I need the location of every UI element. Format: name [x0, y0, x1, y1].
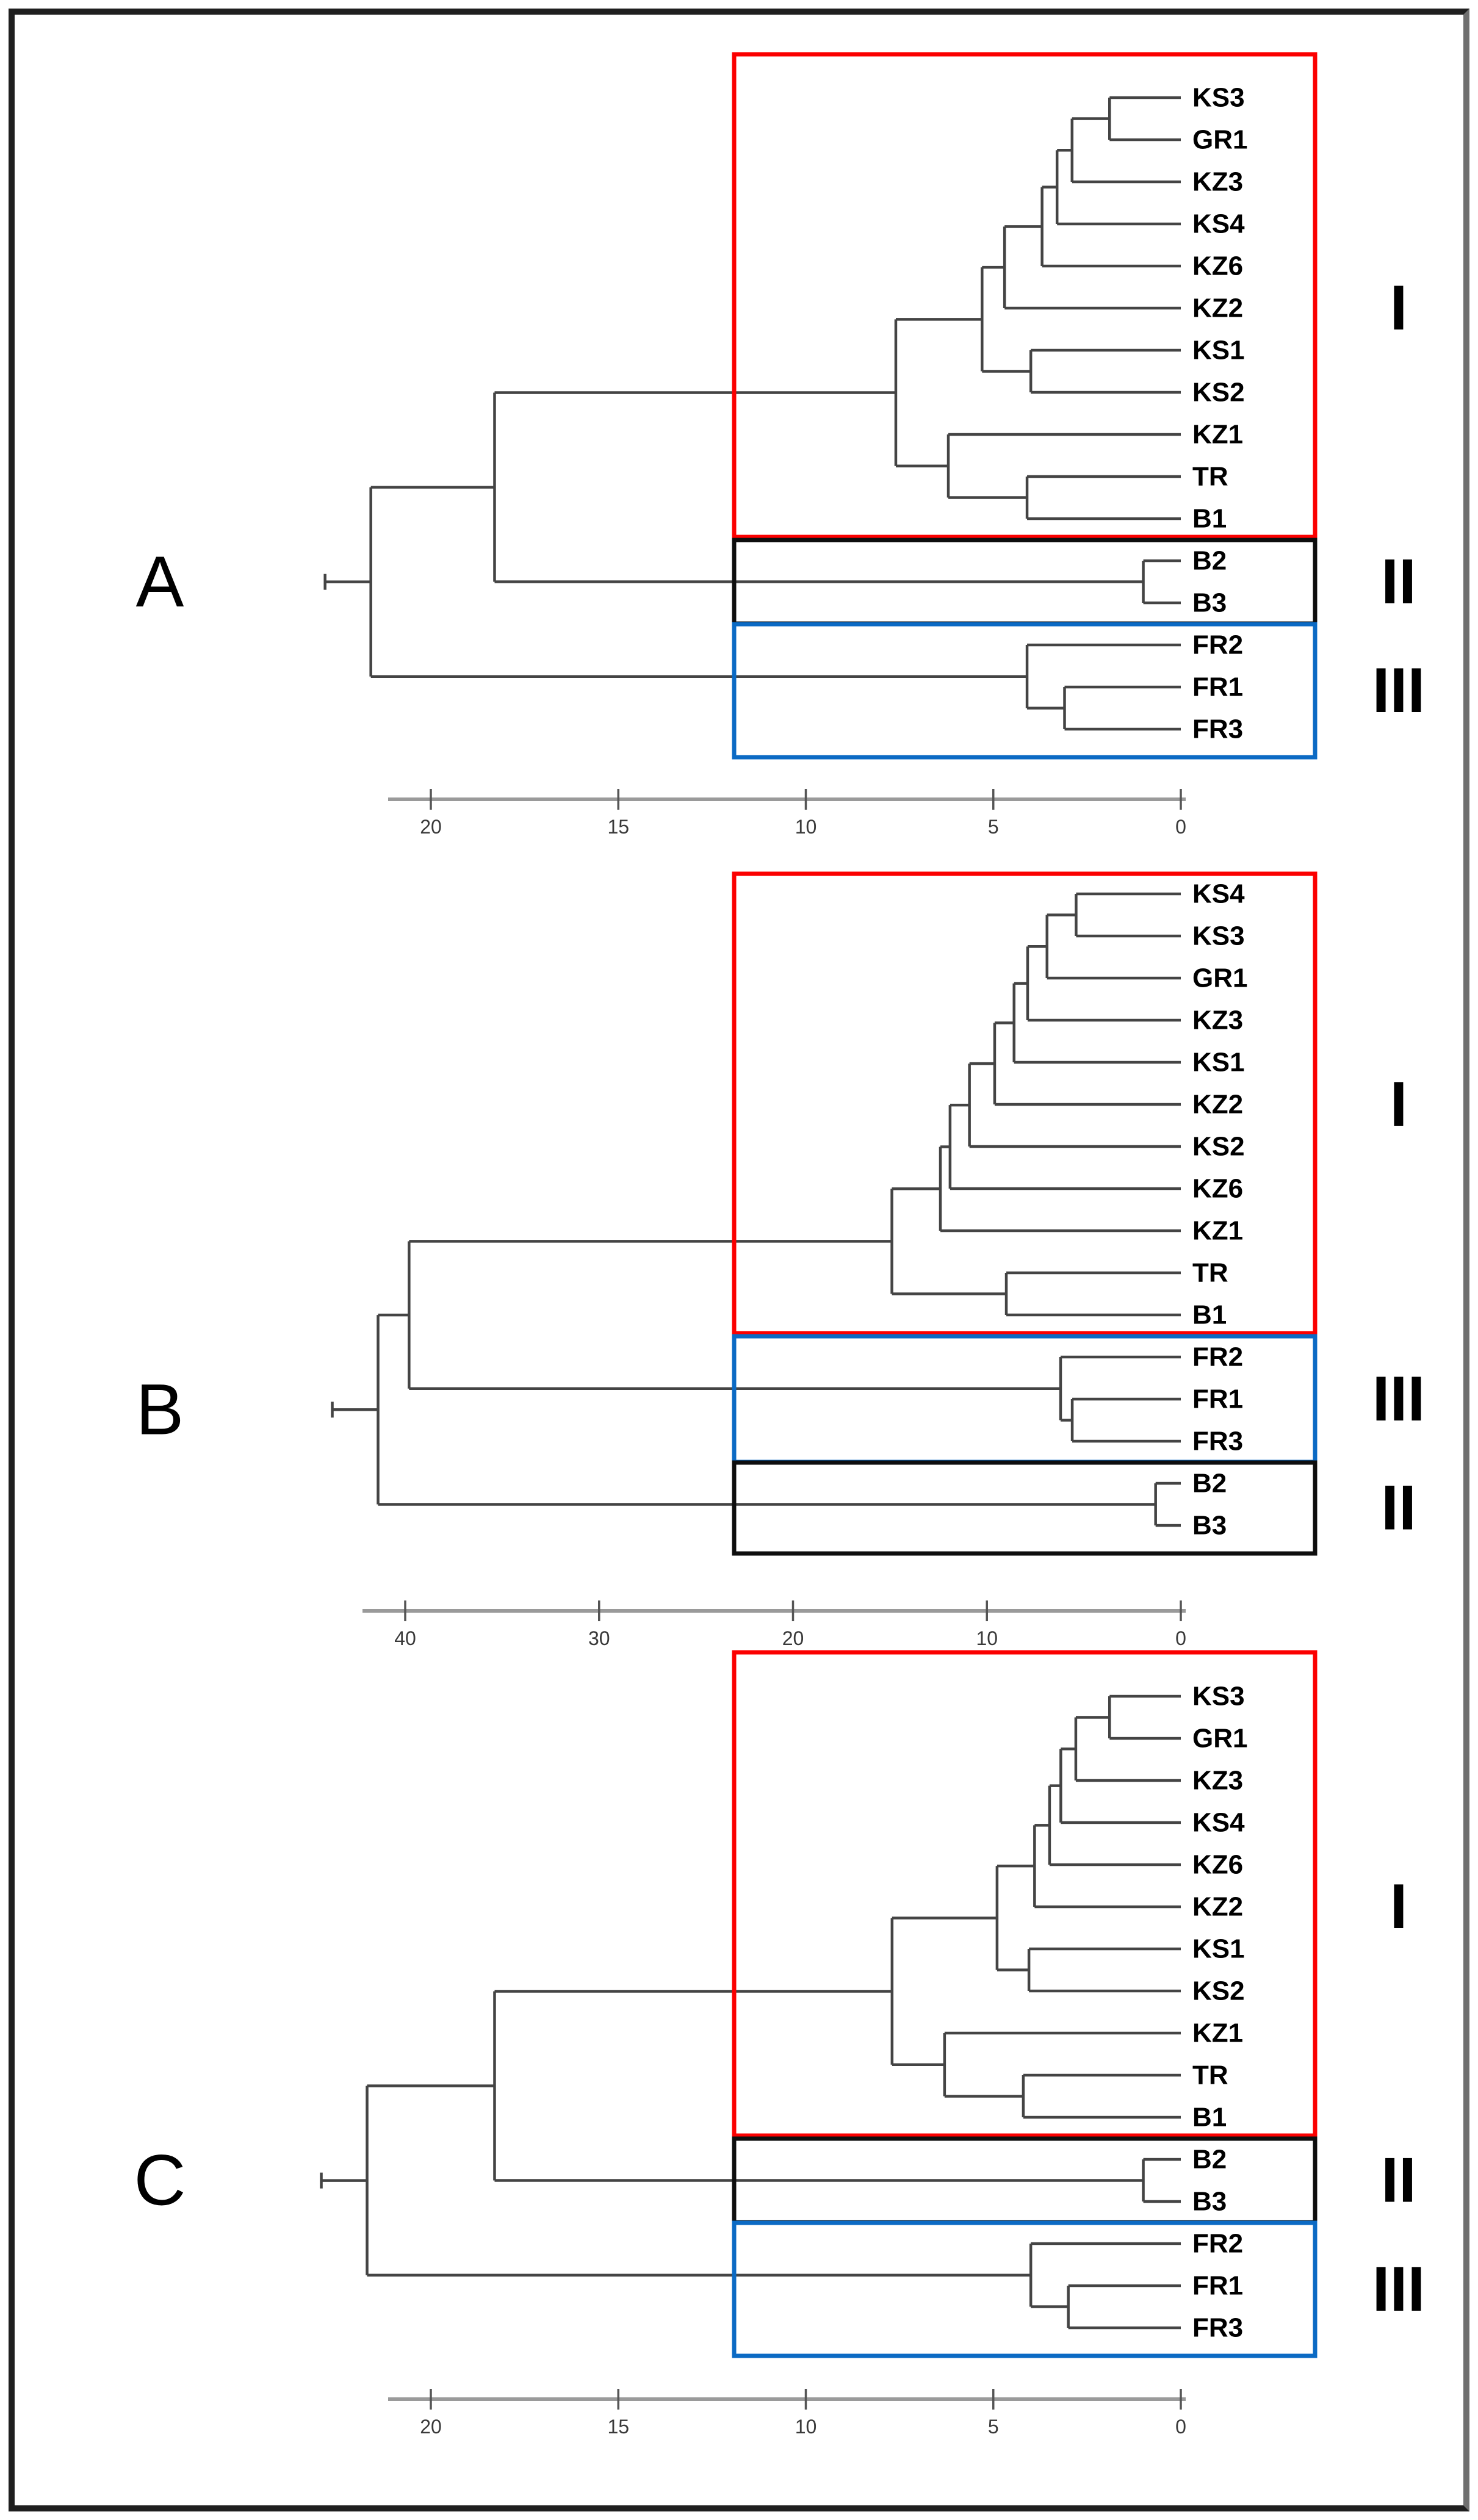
leaf-label-FR2: FR2 [1192, 2229, 1243, 2259]
leaf-label-FR3: FR3 [1192, 2313, 1243, 2343]
panel-A: IIIIIIKS3GR1KZ3KS4KZ6KZ2KS1KS2KZ1TRB1B2B… [136, 52, 1426, 838]
leaf-label-KZ3: KZ3 [1192, 1766, 1243, 1796]
distance-axis: 20 15 10 5 0 [388, 789, 1186, 838]
leaf-label-KS3: KS3 [1192, 921, 1245, 951]
cluster-box-III [732, 622, 1318, 760]
leaf-label-B2: B2 [1192, 1469, 1227, 1499]
leaf-label-KS1: KS1 [1192, 336, 1245, 365]
dendrogram-branches [320, 1694, 1181, 2330]
cluster-box-III [732, 2220, 1318, 2358]
leaf-label-KS4: KS4 [1192, 209, 1245, 239]
leaf-label-B3: B3 [1192, 1511, 1227, 1541]
leaf-label-KZ1: KZ1 [1192, 420, 1243, 450]
cluster-box-II [732, 1460, 1318, 1556]
panel-B: IIIIIIKS4KS3GR1KZ3KS1KZ2KS2KZ6KZ1TRB1FR2… [136, 871, 1426, 1649]
axis-tick-label: 20 [420, 816, 442, 838]
panel-letter-C: C [134, 2140, 186, 2221]
panel-letter-A: A [136, 542, 184, 622]
leaf-label-KZ1: KZ1 [1192, 2018, 1243, 2048]
cluster-label-III: III [1372, 655, 1426, 726]
leaf-label-KS2: KS2 [1192, 378, 1245, 408]
axis-tick-label: 10 [976, 1627, 998, 1649]
axis-tick-label: 10 [795, 816, 817, 838]
axis-tick-label: 10 [795, 2416, 817, 2438]
leaf-label-B2: B2 [1192, 2145, 1227, 2175]
leaf-label-FR1: FR1 [1192, 2271, 1243, 2301]
axis-tick-label: 20 [782, 1627, 804, 1649]
leaf-label-KS4: KS4 [1192, 879, 1245, 909]
leaf-label-KZ3: KZ3 [1192, 1006, 1243, 1035]
leaf-label-KS2: KS2 [1192, 1132, 1245, 1162]
cluster-label-III: III [1372, 2254, 1426, 2325]
cluster-label-I: I [1390, 1069, 1408, 1140]
axis-tick-label: 20 [420, 2416, 442, 2438]
leaf-label-KZ1: KZ1 [1192, 1216, 1243, 1246]
leaf-label-KZ6: KZ6 [1192, 1174, 1243, 1204]
dendrogram-branches [323, 96, 1181, 731]
axis-tick-label: 30 [588, 1627, 610, 1649]
cluster-box-I [732, 52, 1318, 539]
leaf-label-KZ2: KZ2 [1192, 1090, 1243, 1120]
cluster-label-II: II [1381, 547, 1416, 617]
axis-tick-label: 0 [1175, 1627, 1186, 1649]
cluster-label-II: II [1381, 2145, 1416, 2216]
leaf-label-KS1: KS1 [1192, 1934, 1245, 1964]
leaf-label-GR1: GR1 [1192, 125, 1247, 155]
axis-tick-label: 0 [1175, 2416, 1186, 2438]
leaf-label-KZ6: KZ6 [1192, 1850, 1243, 1880]
cluster-label-I: I [1390, 273, 1408, 344]
cluster-label-II: II [1381, 1473, 1416, 1544]
axis-tick-label: 40 [394, 1627, 416, 1649]
leaf-label-FR1: FR1 [1192, 1384, 1243, 1414]
leaf-label-KZ6: KZ6 [1192, 251, 1243, 281]
leaf-label-B2: B2 [1192, 546, 1227, 576]
panel-letter-B: B [136, 1369, 184, 1450]
leaf-label-B3: B3 [1192, 2187, 1227, 2217]
axis-tick-label: 15 [607, 2416, 629, 2438]
leaf-label-B1: B1 [1192, 2103, 1227, 2133]
leaf-label-TR: TR [1192, 462, 1228, 492]
leaf-label-KS3: KS3 [1192, 83, 1245, 113]
leaf-label-GR1: GR1 [1192, 963, 1247, 993]
axis-tick-label: 0 [1175, 816, 1186, 838]
leaf-label-B3: B3 [1192, 588, 1227, 618]
axis-tick-label: 5 [988, 2416, 999, 2438]
leaf-label-B1: B1 [1192, 1300, 1227, 1330]
leaf-label-FR3: FR3 [1192, 1427, 1243, 1456]
panel-C: IIIIIIKS3GR1KZ3KS4KZ6KZ2KS1KS2KZ1TRB1B2B… [134, 1650, 1426, 2438]
distance-axis: 20 15 10 5 0 [388, 2389, 1186, 2438]
leaf-label-KS2: KS2 [1192, 1976, 1245, 2006]
leaf-label-FR2: FR2 [1192, 630, 1243, 660]
leaf-label-KS1: KS1 [1192, 1048, 1245, 1078]
leaf-label-FR2: FR2 [1192, 1342, 1243, 1372]
cluster-label-I: I [1390, 1871, 1408, 1942]
axis-tick-label: 15 [607, 816, 629, 838]
leaf-label-KZ3: KZ3 [1192, 167, 1243, 197]
axis-tick-label: 5 [988, 816, 999, 838]
leaf-label-KS3: KS3 [1192, 1682, 1245, 1712]
cluster-box-I [732, 1650, 1318, 2138]
leaf-label-KZ2: KZ2 [1192, 293, 1243, 323]
cluster-label-III: III [1372, 1364, 1426, 1435]
leaf-label-FR1: FR1 [1192, 672, 1243, 702]
distance-axis: 40 30 20 10 0 [362, 1600, 1186, 1649]
leaf-label-GR1: GR1 [1192, 1724, 1247, 1754]
leaf-label-KZ2: KZ2 [1192, 1892, 1243, 1922]
dendrogram-branches [331, 892, 1181, 1527]
leaf-label-TR: TR [1192, 2061, 1228, 2090]
leaf-label-TR: TR [1192, 1258, 1228, 1288]
leaf-label-B1: B1 [1192, 504, 1227, 534]
leaf-label-KS4: KS4 [1192, 1808, 1245, 1838]
cluster-box-I [732, 871, 1318, 1336]
leaf-label-FR3: FR3 [1192, 715, 1243, 744]
